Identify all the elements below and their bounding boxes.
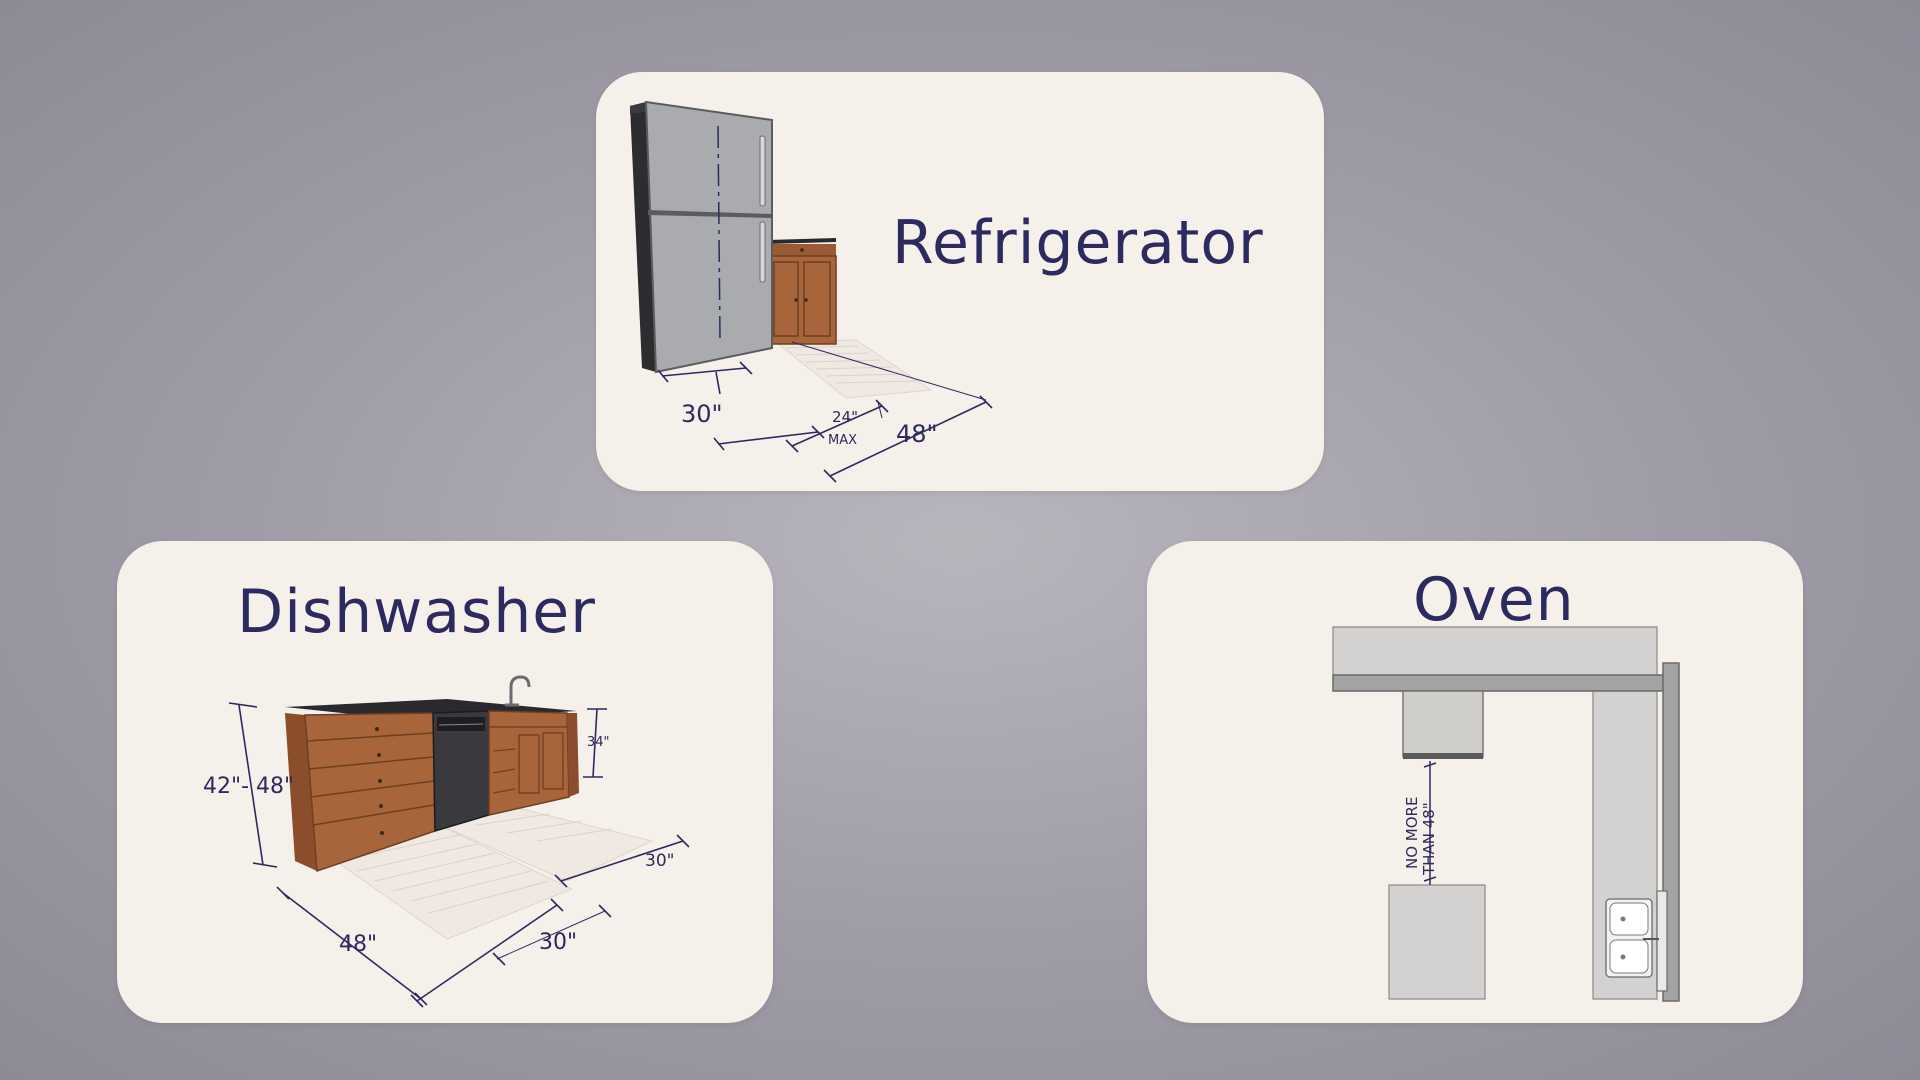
refrigerator	[630, 100, 773, 374]
refrigerator-card: 30" 24" MAX 48" Refrigerator	[596, 72, 1324, 491]
oven-floorplan: NO MORE THAN 48"	[1332, 626, 1680, 1002]
fridge-depth-label: 48"	[896, 420, 938, 448]
dishwasher-depth-label: 30"	[539, 930, 577, 955]
right-cabinets	[488, 675, 579, 816]
dishwasher	[432, 710, 490, 832]
clearance-zone	[774, 339, 933, 399]
fridge-gap-note: MAX	[828, 433, 857, 448]
left-drawers	[285, 712, 436, 873]
oven-title: Oven	[1413, 565, 1575, 635]
dishwasher-title: Dishwasher	[237, 577, 596, 647]
fridge-gap-label: 24"	[832, 408, 858, 426]
oven-card: Oven NO MORE THAN	[1147, 541, 1803, 1023]
dishwasher-length-label: 48"	[339, 932, 377, 957]
window	[1656, 890, 1668, 992]
refrigerator-title: Refrigerator	[892, 208, 1264, 278]
oven-note-line2: THAN 48"	[1420, 802, 1438, 876]
oven-unit	[1402, 690, 1484, 759]
oven-note-line1: NO MORE	[1403, 797, 1421, 869]
oven-dimension-line	[1423, 761, 1437, 885]
wall-top	[1332, 674, 1672, 692]
island	[1388, 884, 1486, 1000]
refrigerator-illustration: 30" 24" MAX 48"	[630, 100, 993, 483]
dishwasher-side-label: 30"	[645, 851, 674, 871]
dishwasher-counter-label: 34"	[587, 735, 610, 750]
dishwasher-illustration: 42"- 48" 34" 30" 48" 30"	[203, 675, 690, 1008]
dishwasher-card: Dishwasher	[117, 541, 773, 1023]
dimension-lines	[228, 702, 690, 1008]
dishwasher-height-label: 42"- 48"	[203, 774, 294, 799]
dimension-lines	[657, 341, 993, 483]
cabinet	[767, 238, 837, 345]
fridge-width-label: 30"	[681, 400, 723, 428]
sink	[1605, 898, 1659, 978]
